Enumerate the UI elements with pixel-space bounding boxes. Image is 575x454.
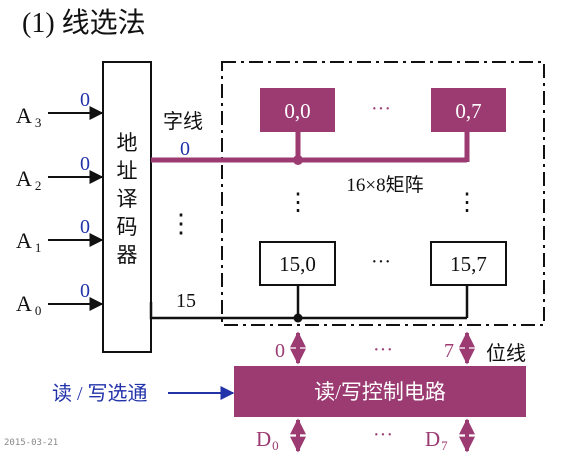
bit-line-first-index: 0 <box>275 340 285 362</box>
bit-line-label: 位线 <box>486 342 526 365</box>
matrix-left-vertical-dots: ⋮ <box>286 190 310 216</box>
svg-text:A2: A2 <box>16 166 41 193</box>
word-line-first-index: 0 <box>180 138 190 160</box>
address-value: 0 <box>80 280 90 302</box>
decoder-char: 器 <box>117 243 138 267</box>
rw-control-circuit: 读/写控制电路 <box>234 366 526 417</box>
memory-cell-0-0: 0,0 <box>260 88 335 132</box>
address-decoder: 地 址 译 码 器 <box>102 61 152 353</box>
address-letter: A <box>16 228 32 253</box>
address-subscript: 2 <box>35 178 42 193</box>
address-subscript: 0 <box>35 303 42 318</box>
word-line-0 <box>151 132 470 165</box>
address-subscript: 3 <box>35 115 42 130</box>
address-value: 0 <box>80 89 90 111</box>
matrix-bottom-dots: ··· <box>371 251 391 273</box>
svg-text:A0: A0 <box>16 291 41 318</box>
bit-line-last-index: 7 <box>444 340 454 362</box>
cell-label: 0,7 <box>455 99 481 123</box>
word-line-junction <box>293 313 303 323</box>
data-subscript: 0 <box>272 438 279 453</box>
word-line-15 <box>149 285 469 323</box>
footer-date: 2015-03-21 <box>4 438 58 448</box>
svg-text:A1: A1 <box>16 228 41 255</box>
matrix-top-dots: ··· <box>371 98 391 120</box>
word-line-vertical-dots: ⋮ <box>168 209 194 238</box>
address-value: 0 <box>80 153 90 175</box>
rw-control-label: 读/写控制电路 <box>314 380 446 404</box>
data-output-d0: D0 <box>256 427 279 453</box>
decoder-char: 地 <box>117 131 138 155</box>
svg-text:A3: A3 <box>16 103 41 130</box>
memory-cell-15-0: 15,0 <box>259 241 336 286</box>
word-line-last-index: 15 <box>176 290 196 312</box>
address-letter: A <box>16 103 32 128</box>
memory-cell-0-7: 0,7 <box>431 88 506 132</box>
word-line-junction <box>293 155 303 165</box>
data-letter: D <box>425 427 440 451</box>
memory-cell-15-7: 15,7 <box>430 241 507 286</box>
matrix-right-vertical-dots: ⋮ <box>455 190 479 216</box>
matrix-label: 16×8矩阵 <box>346 174 423 196</box>
cell-label: 15,0 <box>279 252 316 276</box>
word-line-label: 字线 <box>163 110 203 133</box>
address-letter: A <box>16 291 32 316</box>
data-output-dots: ··· <box>373 424 393 446</box>
rw-select-label: 读 / 写选通 <box>52 382 148 405</box>
matrix-boundary <box>221 61 545 326</box>
bit-line-dots: ··· <box>373 339 393 361</box>
cell-label: 15,7 <box>450 252 487 276</box>
diagram-title: (1) 线选法 <box>22 7 146 39</box>
address-subscript: 1 <box>35 240 42 255</box>
decoder-box <box>102 61 152 353</box>
data-output-d7: D7 <box>425 427 448 453</box>
decoder-char: 码 <box>117 215 138 239</box>
decoder-char: 址 <box>117 159 138 183</box>
data-subscript: 7 <box>441 438 448 453</box>
decoder-char: 译 <box>117 187 138 211</box>
address-letter: A <box>16 166 32 191</box>
address-value: 0 <box>80 216 90 238</box>
cell-label: 0,0 <box>284 99 310 123</box>
data-letter: D <box>256 427 271 451</box>
